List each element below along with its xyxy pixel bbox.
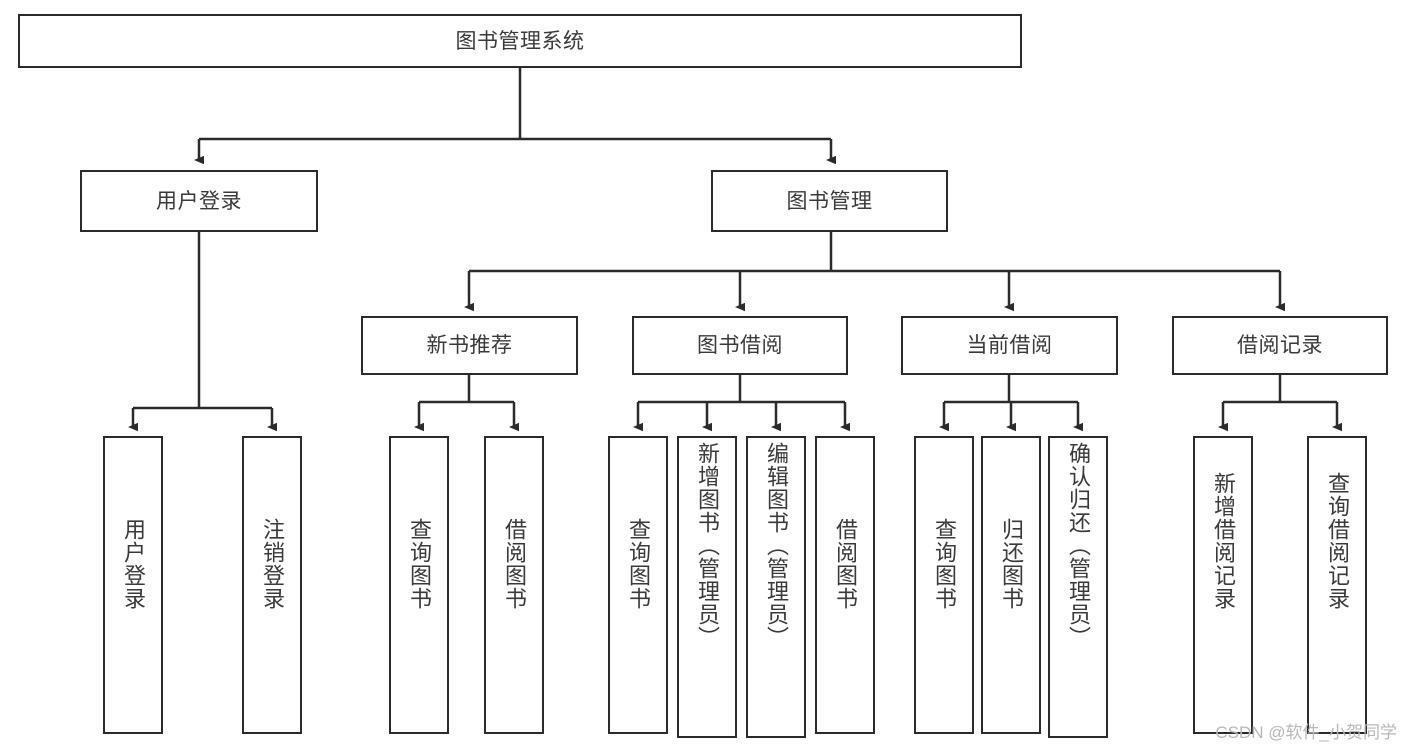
node-new-book-recommend[interactable]: 新书推荐 xyxy=(361,316,578,375)
node-leaf-user-logout-label: 注销登录 xyxy=(259,518,285,610)
node-leaf-edit-book-admin[interactable]: 编辑图书（管理员） xyxy=(746,436,806,738)
node-book-borrow[interactable]: 图书借阅 xyxy=(632,316,848,375)
node-leaf-return-book[interactable]: 归还图书 xyxy=(981,436,1041,734)
node-leaf-borrow-book-recommend-label: 借阅图书 xyxy=(501,518,527,610)
node-root[interactable]: 图书管理系统 xyxy=(18,14,1022,68)
node-leaf-add-borrow-record[interactable]: 新增借阅记录 xyxy=(1193,436,1253,734)
node-leaf-user-login[interactable]: 用户登录 xyxy=(103,436,163,734)
node-leaf-query-book-recommend[interactable]: 查询图书 xyxy=(389,436,449,734)
node-borrow-records[interactable]: 借阅记录 xyxy=(1172,316,1388,375)
node-current-borrow[interactable]: 当前借阅 xyxy=(901,316,1118,375)
node-leaf-add-book-admin-label: 新增图书（管理员） xyxy=(694,442,720,649)
node-root-label: 图书管理系统 xyxy=(455,29,585,53)
node-leaf-query-book-borrow[interactable]: 查询图书 xyxy=(608,436,668,734)
node-leaf-confirm-return-admin[interactable]: 确认归还（管理员） xyxy=(1048,436,1108,738)
node-leaf-edit-book-admin-label: 编辑图书（管理员） xyxy=(763,442,789,649)
node-leaf-confirm-return-admin-label: 确认归还（管理员） xyxy=(1065,442,1091,649)
node-leaf-query-book-current[interactable]: 查询图书 xyxy=(914,436,974,734)
node-leaf-borrow-book-label: 借阅图书 xyxy=(832,518,858,610)
node-leaf-query-book-current-label: 查询图书 xyxy=(931,518,957,610)
node-leaf-query-book-recommend-label: 查询图书 xyxy=(406,518,432,610)
node-leaf-return-book-label: 归还图书 xyxy=(998,518,1024,610)
node-book-borrow-label: 图书借阅 xyxy=(697,334,783,357)
node-leaf-borrow-book-recommend[interactable]: 借阅图书 xyxy=(484,436,544,734)
node-leaf-add-book-admin[interactable]: 新增图书（管理员） xyxy=(677,436,737,738)
node-leaf-query-borrow-record[interactable]: 查询借阅记录 xyxy=(1307,436,1367,734)
node-new-book-recommend-label: 新书推荐 xyxy=(426,334,513,357)
node-leaf-add-borrow-record-label: 新增借阅记录 xyxy=(1210,472,1236,610)
node-book-management[interactable]: 图书管理 xyxy=(711,170,948,232)
node-leaf-user-login-label: 用户登录 xyxy=(120,518,146,610)
node-leaf-user-logout[interactable]: 注销登录 xyxy=(242,436,302,734)
node-user-login[interactable]: 用户登录 xyxy=(80,170,318,232)
node-user-login-label: 用户登录 xyxy=(156,189,242,213)
node-current-borrow-label: 当前借阅 xyxy=(966,334,1053,357)
node-leaf-query-book-borrow-label: 查询图书 xyxy=(625,518,651,610)
node-borrow-records-label: 借阅记录 xyxy=(1237,334,1323,357)
node-leaf-query-borrow-record-label: 查询借阅记录 xyxy=(1324,472,1350,610)
node-book-management-label: 图书管理 xyxy=(786,189,873,213)
node-leaf-borrow-book[interactable]: 借阅图书 xyxy=(815,436,875,734)
